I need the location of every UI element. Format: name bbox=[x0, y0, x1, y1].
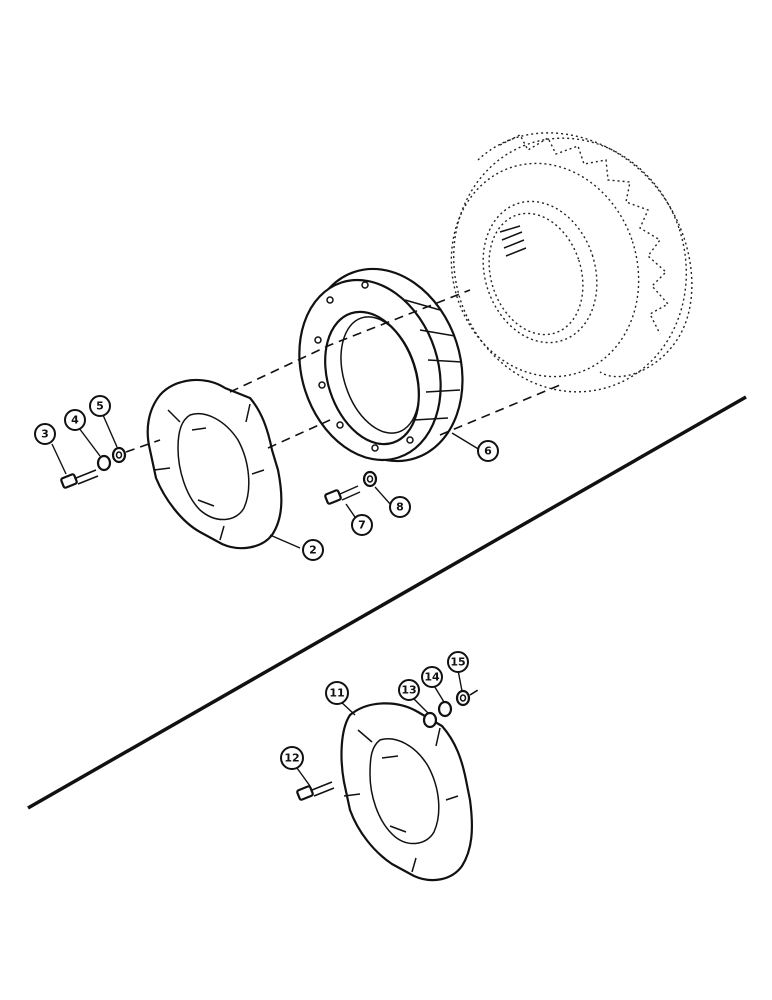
svg-text:3: 3 bbox=[41, 428, 49, 441]
svg-text:15: 15 bbox=[450, 656, 465, 669]
wheel-weight-lower bbox=[340, 702, 474, 882]
wheel-weight-upper bbox=[146, 378, 283, 550]
bolt-3 bbox=[60, 469, 99, 489]
callout-7: 7 bbox=[351, 514, 373, 536]
callout-12: 12 bbox=[280, 746, 304, 770]
bolt-12 bbox=[296, 781, 335, 801]
callout-8: 8 bbox=[389, 496, 411, 518]
washer-14 bbox=[437, 700, 453, 718]
nut-5 bbox=[111, 446, 127, 464]
callout-4: 4 bbox=[64, 409, 86, 431]
svg-text:8: 8 bbox=[396, 501, 404, 514]
svg-text:7: 7 bbox=[358, 519, 366, 532]
svg-text:2: 2 bbox=[309, 544, 317, 557]
callout-5: 5 bbox=[89, 395, 111, 417]
callout-3: 3 bbox=[34, 423, 56, 445]
nut-15 bbox=[455, 689, 471, 707]
svg-text:6: 6 bbox=[484, 445, 492, 458]
callout-14: 14 bbox=[421, 666, 443, 688]
svg-text:11: 11 bbox=[329, 687, 344, 700]
washer-4 bbox=[96, 454, 112, 472]
callout-11: 11 bbox=[325, 681, 349, 705]
callout-6: 6 bbox=[477, 440, 499, 462]
nut-8 bbox=[362, 470, 378, 488]
callout-15: 15 bbox=[447, 651, 469, 673]
callout-13: 13 bbox=[398, 679, 420, 701]
assembly-lines bbox=[125, 289, 561, 696]
bolt-7 bbox=[324, 485, 361, 505]
svg-text:5: 5 bbox=[96, 400, 104, 413]
callout-2: 2 bbox=[302, 539, 324, 561]
svg-text:12: 12 bbox=[284, 752, 299, 765]
svg-text:4: 4 bbox=[71, 414, 79, 427]
washer-13 bbox=[422, 711, 438, 729]
hub-adapter-ring bbox=[298, 267, 464, 463]
section-divider bbox=[27, 395, 747, 810]
svg-text:13: 13 bbox=[401, 684, 416, 697]
svg-text:14: 14 bbox=[424, 671, 440, 684]
wheel-outline bbox=[450, 132, 693, 393]
